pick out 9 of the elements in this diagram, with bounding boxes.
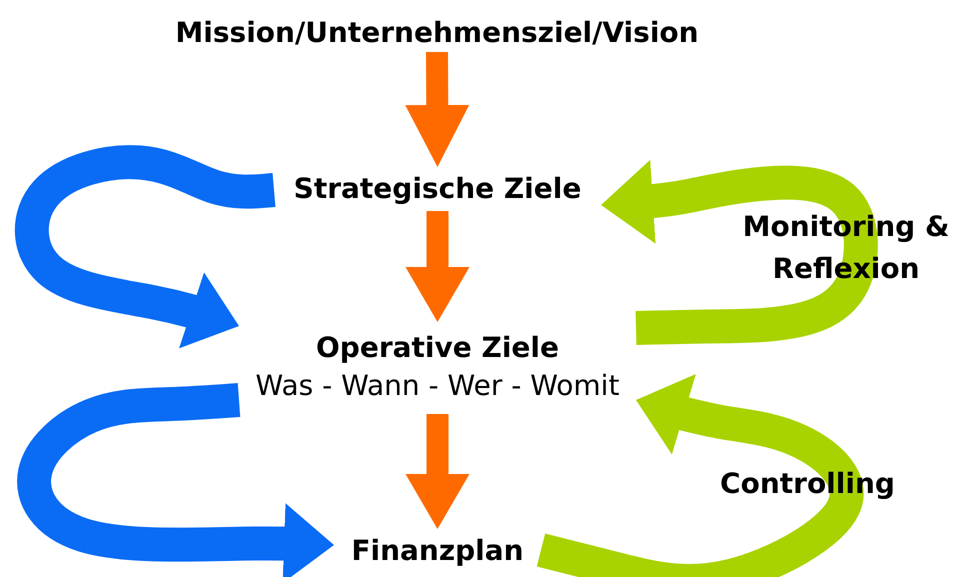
heading: Strategische Ziele — [294, 171, 582, 207]
subtitle: Was - Wann - Wer - Womit — [256, 368, 620, 404]
heading: Mission/Unternehmensziel/Vision — [175, 15, 699, 51]
curved-arrow — [536, 374, 864, 577]
heading: Finanzplan — [351, 533, 524, 569]
arrow — [405, 52, 470, 168]
heading: Operative Ziele — [316, 330, 559, 366]
arrow — [406, 414, 470, 529]
arrow — [406, 211, 470, 322]
